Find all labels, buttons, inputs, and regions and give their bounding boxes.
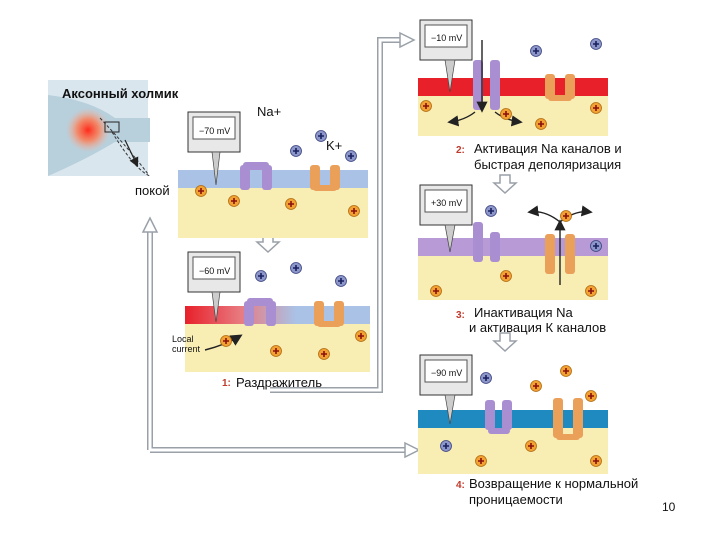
voltmeter-reading-rest: −70 mV <box>199 126 231 136</box>
voltmeter-reading-na-activation: −10 mV <box>431 33 463 43</box>
page-number: 10 <box>662 500 676 514</box>
axon-hillock-illustration <box>48 80 151 177</box>
step-3-caption-line1: Инактивация Na <box>474 305 573 320</box>
panel-rest <box>178 111 368 238</box>
step-2-caption-line2: быстрая деполяризация <box>474 157 622 172</box>
step-1-caption: Раздражитель <box>236 375 322 390</box>
step-3-number: 3: <box>456 310 465 321</box>
step-2-number: 2: <box>456 145 465 156</box>
voltmeter-reading-na-inactivation: +30 mV <box>431 198 463 208</box>
voltmeter-reading-stimulus: −60 mV <box>199 266 231 276</box>
rest-label: покой <box>135 183 170 198</box>
step-4-number: 4: <box>456 480 465 491</box>
panel-na-inactivation <box>418 184 608 300</box>
local-current-label: Local current <box>172 334 201 354</box>
step-2-caption-line1: Активация Na каналов и <box>474 141 622 156</box>
panel-na-activation <box>418 19 608 136</box>
voltmeter-reading-return: −90 mV <box>431 368 463 378</box>
na-ion-label: Na+ <box>257 104 282 119</box>
step-4-caption-line1: Возвращение к нормальной <box>469 476 639 491</box>
step-arrows <box>255 174 518 353</box>
step-1-number: 1: <box>222 378 231 389</box>
k-ion-label: K+ <box>326 138 343 153</box>
panel-return <box>418 354 608 474</box>
axon-hillock-title: Аксонный холмик <box>62 86 179 101</box>
panel-stimulus <box>185 251 370 372</box>
step-3-caption-line2: и активация К каналов <box>469 320 607 335</box>
step-4-caption-line2: проницаемости <box>469 492 563 507</box>
